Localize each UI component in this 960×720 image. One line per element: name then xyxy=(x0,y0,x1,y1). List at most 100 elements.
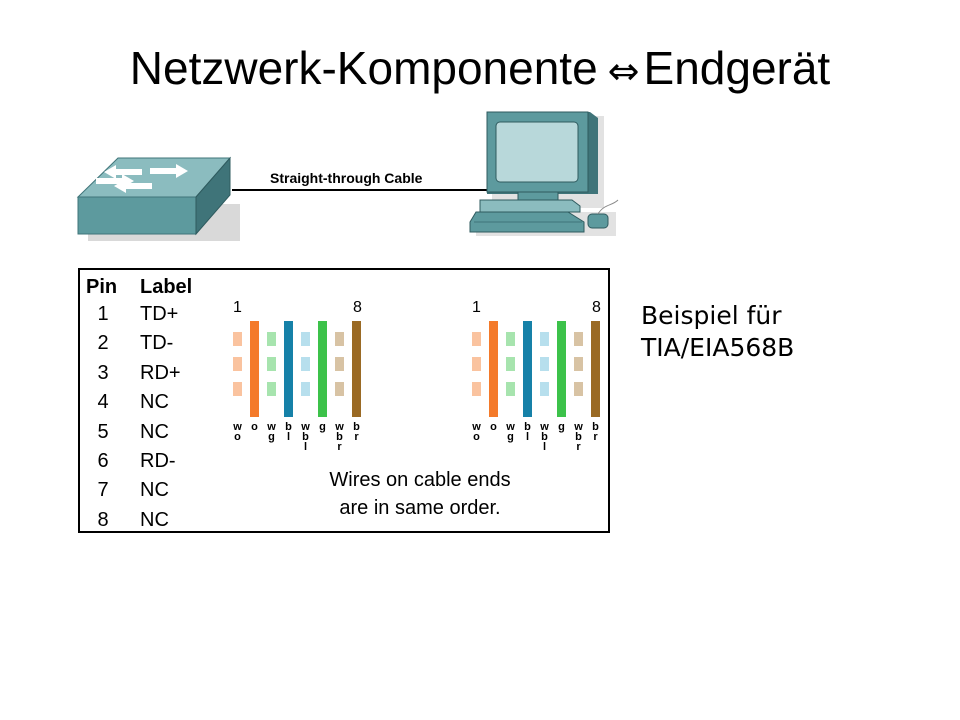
wire-solid xyxy=(250,321,259,417)
wire-stripe xyxy=(574,332,583,346)
wire: o xyxy=(489,321,498,433)
wire-solid xyxy=(489,321,498,417)
wire-stripe xyxy=(301,382,310,396)
wire: bl xyxy=(284,321,293,443)
wire-code-letter: r xyxy=(576,441,581,453)
wire: o xyxy=(250,321,259,433)
wire-code-letter: b xyxy=(302,431,309,443)
first-pin-number: 1 xyxy=(233,299,242,316)
wire: wo xyxy=(232,332,242,443)
wire-stripe xyxy=(574,357,583,371)
wire-stripe xyxy=(540,357,549,371)
wire-stripe xyxy=(301,332,310,346)
wire: wbl xyxy=(539,332,549,453)
pin-row: 8 NC xyxy=(86,506,192,535)
standard-note-line-2: TIA/EIA568B xyxy=(641,333,795,362)
wire-code-letter: w xyxy=(300,421,310,433)
wire-stripe xyxy=(540,382,549,396)
pin-label: TD- xyxy=(140,332,174,355)
wire-stripe xyxy=(472,357,481,371)
standard-note: Beispiel für TIA/EIA568B xyxy=(641,300,794,364)
last-pin-number: 8 xyxy=(353,299,362,316)
pin-number: 4 xyxy=(97,391,109,414)
wire-solid xyxy=(284,321,293,417)
left-right-arrow-icon: ⇔ xyxy=(607,49,640,93)
wire-stripe xyxy=(472,332,481,346)
wire: wo xyxy=(471,332,481,443)
wire-code-letter: g xyxy=(558,421,565,433)
first-pin-number: 1 xyxy=(472,299,481,316)
wire-stripe xyxy=(506,382,515,396)
network-diagram xyxy=(76,111,619,241)
pin-label: NC xyxy=(140,420,169,443)
wire-code-letter: b xyxy=(541,431,548,443)
wire: br xyxy=(352,321,361,443)
wire-code-letter: w xyxy=(266,421,276,433)
wire-solid xyxy=(352,321,361,417)
wire: g xyxy=(557,321,566,433)
pin-number: 6 xyxy=(97,449,109,472)
wire-code-letter: b xyxy=(353,421,360,433)
pin-row: 2 TD- xyxy=(86,329,192,358)
wire-code-letter: b xyxy=(524,421,531,433)
caption-line-2: are in same order. xyxy=(339,497,501,519)
wire-code-letter: l xyxy=(304,441,307,453)
pin-label: NC xyxy=(140,508,169,531)
wire-code-letter: b xyxy=(592,421,599,433)
last-pin-number: 8 xyxy=(592,299,601,316)
wire-code-letter: w xyxy=(539,421,549,433)
wire-stripe xyxy=(267,382,276,396)
wire-code-letter: g xyxy=(507,431,514,443)
wire-stripe xyxy=(335,332,344,346)
wire-solid xyxy=(591,321,600,417)
wire-code-letter: w xyxy=(334,421,344,433)
wire: wg xyxy=(266,332,276,443)
pin-number: 8 xyxy=(97,508,109,531)
wire-code-letter: o xyxy=(473,431,480,443)
pin-number: 5 xyxy=(97,420,109,443)
wire: bl xyxy=(523,321,532,443)
wire-stripe xyxy=(233,332,242,346)
wire-code-letter: b xyxy=(336,431,343,443)
wire-stripe xyxy=(233,357,242,371)
wire-stripe xyxy=(267,357,276,371)
wire-stripe xyxy=(574,382,583,396)
wire-code-letter: l xyxy=(526,431,529,443)
pin-number: 7 xyxy=(97,479,109,502)
wire-code-letter: r xyxy=(337,441,342,453)
wire: wg xyxy=(505,332,515,443)
wire-code-letter: r xyxy=(593,431,598,443)
wire-stripe xyxy=(506,357,515,371)
wire-code-letter: b xyxy=(575,431,582,443)
wire-solid xyxy=(318,321,327,417)
wire-stripe xyxy=(335,382,344,396)
wire: br xyxy=(591,321,600,443)
wire: g xyxy=(318,321,327,433)
wire-code-letter: r xyxy=(354,431,359,443)
wire-order-caption: Wires on cable ends are in same order. xyxy=(310,466,530,522)
pin-number: 2 xyxy=(97,332,109,355)
title-right: Endgerät xyxy=(643,42,831,94)
standard-note-line-1: Beispiel für xyxy=(641,301,782,330)
pin-label: RD+ xyxy=(140,361,181,384)
wire-code-letter: o xyxy=(490,421,497,433)
label-header: Label xyxy=(140,276,193,298)
wire-stripe xyxy=(233,382,242,396)
wire-code-letter: g xyxy=(268,431,275,443)
pin-row: 5 NC xyxy=(86,418,192,447)
wire-code-letter: o xyxy=(234,431,241,443)
wire-stripe xyxy=(267,332,276,346)
wire-code-letter: l xyxy=(543,441,546,453)
wire-stripe xyxy=(335,357,344,371)
workstation-icon xyxy=(469,111,619,236)
wire-code-letter: g xyxy=(319,421,326,433)
